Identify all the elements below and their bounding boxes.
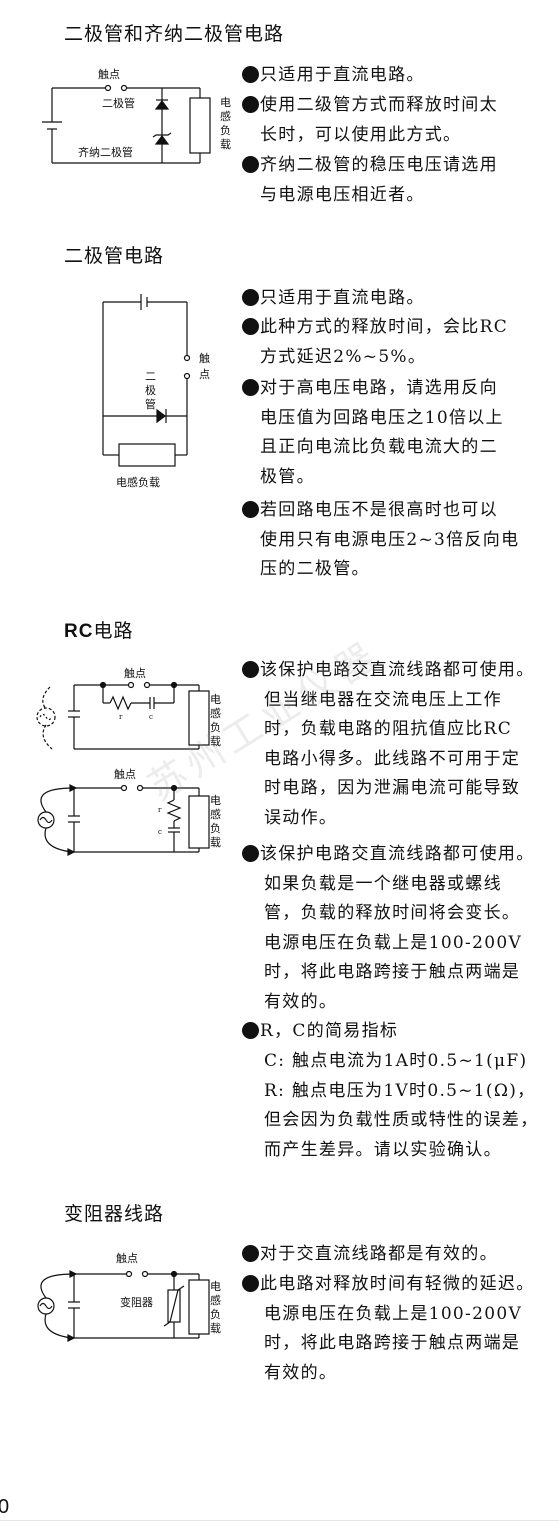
bullet-dot-icon [242, 156, 259, 173]
section-title-rc-rest: 电路 [93, 620, 134, 642]
load-label-4: 载 [210, 836, 221, 849]
rc-circuit-diagram-bottom: 触点 r c 电 感 负 载 [37, 767, 221, 856]
diode-label-2: 极 [145, 383, 156, 397]
section-title-rc-latin: RC [64, 621, 94, 642]
contact-label: 触点 [98, 67, 120, 81]
contact-label: 触点 [114, 767, 136, 781]
s4-bullet-1: 对于交直流线路都是有效的。 [242, 1240, 498, 1270]
s1-bullet-1: 只适用于直流电路。 [242, 61, 425, 91]
load-label-1: 电 [210, 693, 221, 706]
contact-label-1: 触 [199, 351, 210, 365]
load-label-4: 载 [220, 138, 231, 151]
s1-bullet-3: 齐纳二极管的稳压电压请选用 与电源电压相近者。 [242, 151, 498, 210]
bullet-dot-icon [242, 318, 259, 335]
section-title-rc: RC电路 [64, 616, 133, 643]
bullet-dot-icon [242, 96, 259, 113]
s3-bullet-3: R，C的简易指标 [242, 1017, 398, 1047]
load-label-4: 载 [210, 1322, 221, 1335]
contact-label-2: 点 [199, 368, 210, 381]
load-label-1: 电 [210, 794, 221, 807]
load-label-1: 电 [210, 1280, 221, 1293]
spec-r-line: R: 触点电压为1V时0.5~1(Ω)， [264, 1080, 536, 1101]
varistor-label: 变阻器 [120, 1295, 153, 1309]
rc-spec-lines: C: 触点电流为1A时0.5~1(μF) R: 触点电压为1V时0.5~1(Ω)… [264, 1047, 539, 1165]
load-label-2: 感 [210, 808, 221, 821]
spec-note-line-1: 但会因为负载性质或特性的误差， [264, 1110, 539, 1130]
load-label-3: 负 [210, 821, 221, 835]
bullet-dot-icon [242, 1022, 259, 1039]
bullet-dot-icon [242, 845, 259, 862]
s2-bullet-2: 此种方式的释放时间，会比RC 方式延迟2%~5%。 [242, 313, 508, 372]
varistor-circuit-diagram: 触点 变阻器 电 感 负 载 [37, 1251, 221, 1342]
load-label-3: 负 [220, 123, 231, 137]
load-label-3: 负 [210, 720, 221, 734]
s2-bullet-3: 对于高电压电路，请选用反向 电压值为回路电压之10倍以上 且正向电流比负载电流大… [242, 374, 504, 492]
s2-bullet-1: 只适用于直流电路。 [242, 284, 425, 314]
s4-bullet-2: 此电路对释放时间有轻微的延迟。 电源电压在负载上是100-200V 时，将此电路… [242, 1270, 535, 1388]
load-label-3: 负 [210, 1307, 221, 1321]
r-label: r [158, 806, 162, 814]
s3-bullet-1: 该保护电路交直流线路都可使用。 但当继电器在交流电压上工作 时，负载电路的阻抗值… [242, 656, 535, 833]
diode-label: 二极管 [102, 96, 135, 110]
load-label-1: 电 [220, 96, 231, 109]
bullet-dot-icon [242, 501, 259, 518]
bullet-dot-icon [242, 1245, 259, 1262]
bullet-dot-icon [242, 1275, 259, 1292]
diode-circuit-diagram: 触 点 二 极 管 电感负载 [102, 294, 210, 489]
load-label-2: 感 [210, 1294, 221, 1307]
bullet-dot-icon [242, 66, 259, 83]
s2-bullet-4: 若回路电压不是很高时也可以 使用只有电源电压2~3倍反向电 压的二极管。 [242, 496, 519, 585]
s3-bullet-2: 该保护电路交直流线路都可使用。 如果负载是一个继电器或螺线 管，负载的释放时间将… [242, 840, 535, 1017]
s1-bullet-2: 使用二级管方式而释放时间太 长时，可以使用此方式。 [242, 91, 498, 150]
contact-label: 触点 [124, 666, 146, 680]
r-label: r [119, 713, 123, 721]
bullet-dot-icon [242, 379, 259, 396]
c-label: c [149, 713, 153, 721]
section-title-diode: 二极管电路 [64, 245, 165, 267]
spec-c-line: C: 触点电流为1A时0.5~1(μF) [264, 1051, 528, 1071]
zener-label: 齐纳二极管 [78, 145, 133, 159]
diode-zener-circuit-diagram: 触点 二极管 齐纳二极管 电 感 负 载 [42, 67, 231, 164]
load-label-2: 感 [210, 707, 221, 720]
rc-circuit-diagram-top: 触点 r c 电 感 负 载 [36, 666, 221, 750]
c-label: c [158, 828, 162, 836]
diode-label-3: 管 [145, 397, 156, 411]
load-label-4: 载 [210, 735, 221, 748]
spec-note-line-2: 而产生差异。请以实验确认。 [264, 1139, 502, 1160]
bullet-dot-icon [242, 289, 259, 306]
section-title-diode-zener: 二极管和齐纳二极管电路 [64, 23, 285, 45]
page-number: 0 [0, 1496, 10, 1518]
load-label: 电感负载 [116, 475, 160, 489]
diode-label-1: 二 [145, 370, 156, 383]
bullet-dot-icon [242, 661, 259, 678]
section-title-varistor: 变阻器线路 [64, 1203, 165, 1225]
load-label-2: 感 [220, 110, 231, 123]
contact-label: 触点 [116, 1251, 138, 1265]
bottom-divider [0, 1520, 559, 1521]
